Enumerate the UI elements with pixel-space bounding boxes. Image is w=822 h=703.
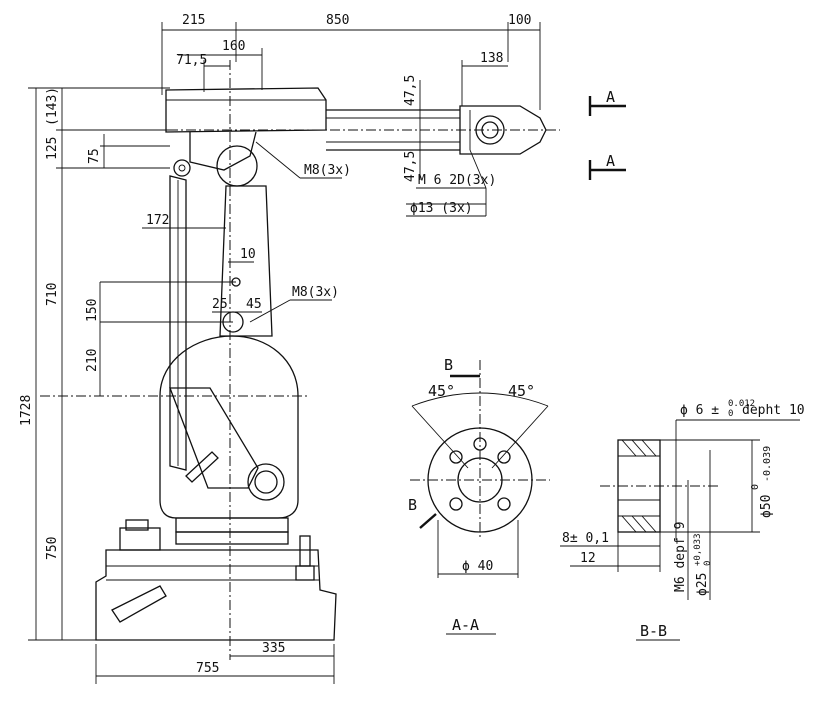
dim-left-1728: 1728: [19, 395, 34, 426]
robot-side-view: [40, 60, 560, 660]
labels: 215 850 100 160 71,5 138 47,5 47,5 (143)…: [19, 13, 805, 676]
dim-arm-138: 138: [480, 51, 503, 66]
section-bb: [560, 419, 800, 641]
section-marker-b-left: B: [408, 496, 417, 514]
dim-left-210: 210: [85, 349, 100, 372]
dim-left-150: 150: [85, 299, 100, 322]
callout-m8-middle: M8(3x): [292, 285, 339, 300]
dim-left-143: (143): [45, 87, 60, 126]
main-dimension-lines: [28, 22, 626, 684]
dim-arm-160: 160: [222, 39, 245, 54]
dim-bb-phi50-tol-zero: 0: [750, 484, 761, 490]
dim-bb-phi25: ϕ25: [695, 573, 710, 596]
dim-left-750: 750: [45, 537, 60, 560]
dim-mid-25: 25: [212, 297, 228, 312]
dim-left-710: 710: [45, 283, 60, 306]
dim-bottom-755: 755: [196, 661, 219, 676]
dim-bb-12: 12: [580, 551, 596, 566]
dim-top-850: 850: [326, 13, 349, 28]
dim-arm-71-5: 71,5: [176, 53, 207, 68]
dim-mid-45: 45: [246, 297, 262, 312]
dim-mid-172: 172: [146, 213, 169, 228]
dim-left-75: 75: [87, 148, 102, 164]
callout-m8-upper: M8(3x): [304, 163, 351, 178]
callout-phi13: ϕ13 (3x): [410, 201, 473, 216]
dim-bb-phi50: ϕ50: [759, 495, 774, 518]
view-label-bb: B-B: [640, 622, 667, 640]
view-label-aa: A-A: [452, 616, 479, 634]
section-marker-b-top: B: [444, 356, 453, 374]
dim-wrist-47-5-bottom: 47,5: [403, 151, 418, 182]
dim-aa-angle-right: 45°: [508, 382, 535, 400]
dim-bb-phi25-tol-zero: 0: [703, 561, 713, 566]
dim-left-125: 125: [45, 137, 60, 160]
dim-aa-phi40: ϕ 40: [462, 559, 493, 574]
section-marker-a-lower: A: [606, 152, 615, 170]
dim-top-100: 100: [508, 13, 531, 28]
dim-bb-m6: M6 depf 9: [673, 522, 688, 592]
dim-top-215: 215: [182, 13, 205, 28]
dim-mid-10: 10: [240, 247, 256, 262]
dim-bb-phi50-tol: -0.039: [762, 446, 773, 482]
dim-wrist-47-5-top: 47,5: [403, 75, 418, 106]
dim-bb-phi6-tol-lower: 0: [728, 409, 733, 419]
callout-m6-20: M 6 2D(3x): [418, 173, 496, 188]
dim-bb-phi25-tol: +0,033: [693, 533, 703, 566]
section-marker-a-upper: A: [606, 88, 615, 106]
dim-bb-depth10: depht 10: [742, 403, 805, 418]
dim-bb-phi6-tol-upper: 0.012: [728, 399, 755, 409]
dim-aa-angle-left: 45°: [428, 382, 455, 400]
dim-bottom-335: 335: [262, 641, 285, 656]
dim-bb-8: 8± 0,1: [562, 531, 609, 546]
dim-bb-phi6: ϕ 6 ±: [680, 403, 719, 418]
section-aa-flange: [410, 360, 550, 635]
